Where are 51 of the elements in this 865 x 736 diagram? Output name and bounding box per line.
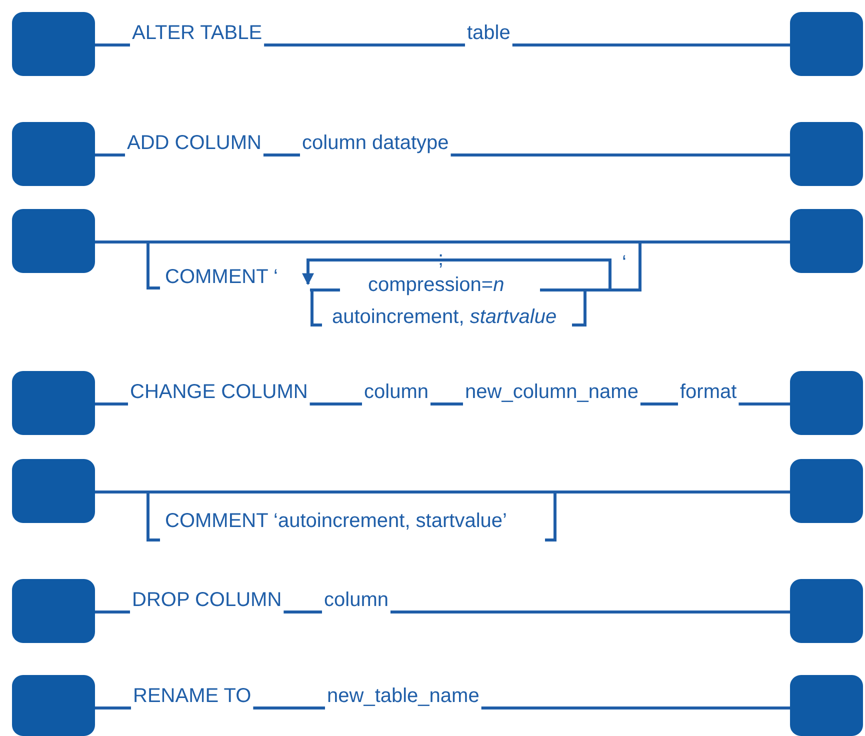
syntax-rail [95,490,790,494]
syntax-rail [95,402,128,406]
syntax-rail [95,706,131,710]
box-terminal [12,209,95,273]
syntax-keyword: CHANGE COLUMN [128,381,310,405]
syntax-keyword: compression=n [367,274,506,296]
box-terminal [12,371,95,435]
syntax-keyword: column [322,589,390,613]
syntax-keyword: column [362,381,430,405]
syntax-keyword: COMMENT ‘ [164,266,279,288]
box-terminal [12,12,95,76]
box-terminal [790,459,863,523]
syntax-rail [284,610,322,614]
syntax-keyword: table [465,22,512,46]
syntax-rail [640,402,678,406]
syntax-rail [481,706,790,710]
box-terminal [790,12,863,76]
box-terminal [12,122,95,186]
syntax-keyword: RENAME TO [131,685,254,709]
syntax-keyword: autoincrement, startvalue [331,306,558,328]
syntax-rail [95,240,790,244]
box-terminal [790,579,863,643]
syntax-rail [310,402,362,406]
box-terminal [790,371,863,435]
syntax-rail [450,154,790,156]
box-terminal [12,459,95,523]
syntax-keyword: DROP COLUMN [130,589,284,613]
box-terminal [12,675,95,736]
box-terminal [790,209,863,273]
syntax-rail [738,402,790,406]
syntax-symbol: ‘ [621,252,628,274]
syntax-keyword: column datatype [300,132,451,156]
syntax-keyword: ALTER TABLE [130,22,264,46]
syntax-rail [430,402,463,406]
box-terminal [12,579,95,643]
syntax-keyword: COMMENT ‘autoincrement, startvalue’ [164,510,508,532]
syntax-symbol: ; [437,248,445,270]
syntax-keyword: format [678,381,739,405]
syntax-rail [95,610,130,614]
syntax-keyword: ADD COLUMN [125,132,264,156]
syntax-rail [264,44,465,46]
syntax-rail [95,44,130,46]
syntax-rail [390,610,790,614]
syntax-rail [512,44,790,46]
syntax-rail [263,154,300,156]
syntax-keyword: new_column_name [463,381,640,405]
syntax-keyword: new_table_name [325,685,482,709]
syntax-rail [95,154,125,156]
box-terminal [790,675,863,736]
box-terminal [790,122,863,186]
syntax-rail [253,706,325,710]
